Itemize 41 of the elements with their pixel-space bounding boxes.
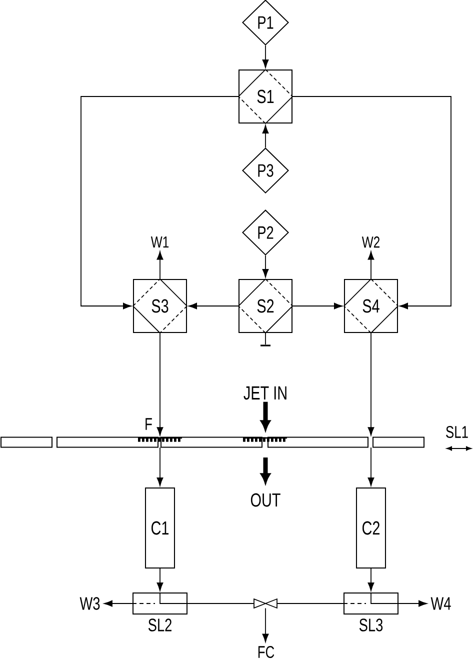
part-label: F [146,418,152,430]
arrow [262,255,269,278]
text-label: W4 [430,597,451,610]
text-label: W3 [80,597,100,610]
component-label: SL2 [148,618,172,632]
arrow [398,600,427,607]
text-label: JET IN [244,386,286,400]
arrow [368,568,374,591]
arrow [368,447,374,486]
arrow [156,568,164,591]
arrow [292,96,452,310]
arrow [80,96,239,310]
arrow [156,332,164,436]
column-box: C2 [356,488,386,568]
switching-valve: S4 [344,278,398,334]
text-label: W2 [362,236,380,248]
switching-valve: S1 [238,69,293,124]
connector-line [265,332,266,345]
block-arrow [260,402,270,430]
arrow [262,125,269,148]
text-label: FC [258,646,274,658]
arrow [262,608,269,642]
slider-plate [0,436,424,448]
switching-valve: S3 [132,278,188,334]
arrow [156,447,164,486]
switching-valve: S2 [238,278,293,334]
component-label: SL1 [446,426,468,438]
block-arrow [260,458,270,483]
component-label: SL3 [359,618,383,632]
arrow [368,251,374,280]
connector-line [187,603,254,604]
text-label: OUT [250,493,280,507]
arrow [156,251,164,280]
arrow [368,332,374,436]
arrow [292,302,342,310]
column-box: C1 [145,488,175,568]
text-label: W1 [150,236,169,248]
arrow [262,45,269,68]
arrow [188,302,239,310]
connector-line [276,603,344,604]
arrow [104,600,133,607]
